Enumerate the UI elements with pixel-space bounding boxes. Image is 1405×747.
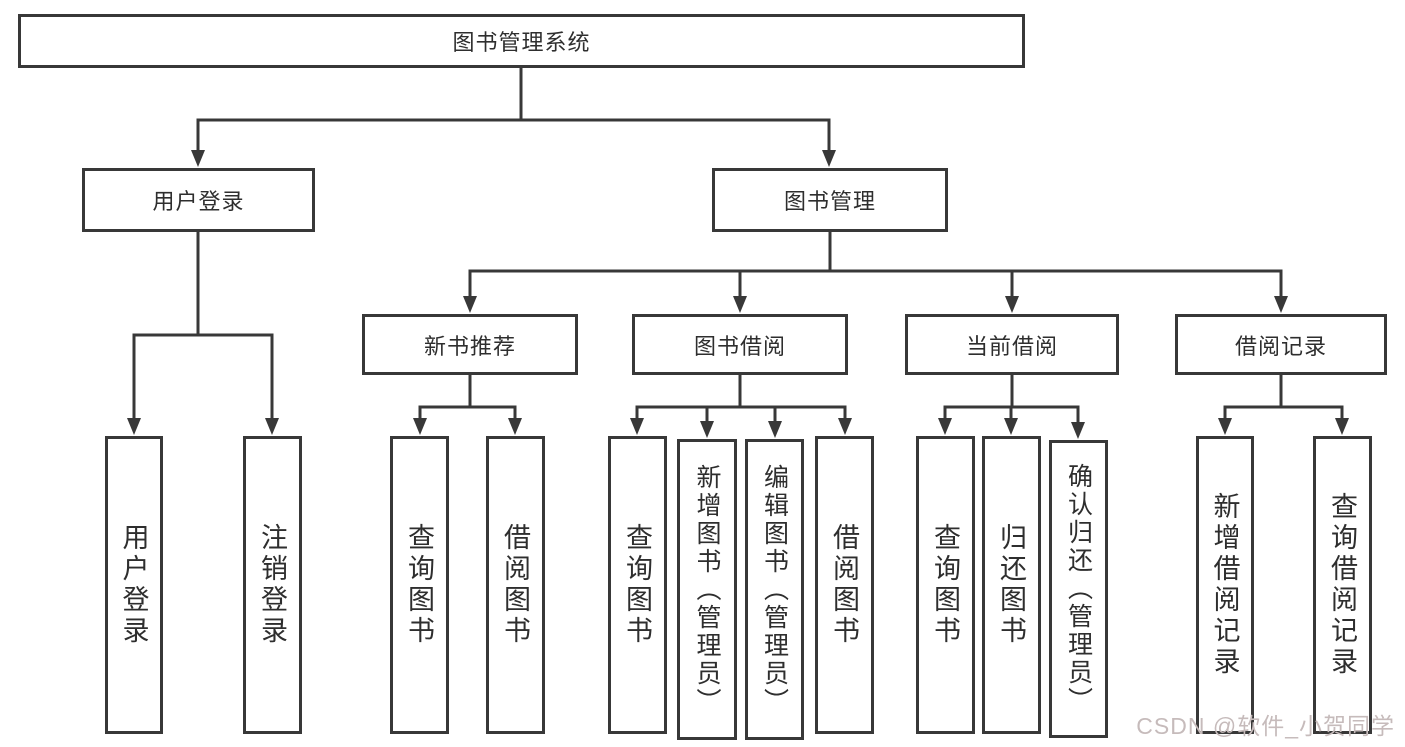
leaf-user-login: 用户登录 xyxy=(105,436,163,734)
leaf-confirm-return-admin: 确认归还（管理员） xyxy=(1049,440,1108,738)
node-new-book-rec: 新书推荐 xyxy=(362,314,578,375)
leaf-query-books-borrow: 查询图书 xyxy=(608,436,667,734)
connector-current-borrow xyxy=(938,375,1085,439)
connector-root xyxy=(191,68,836,167)
leaf-query-books-rec: 查询图书 xyxy=(390,436,449,734)
node-root: 图书管理系统 xyxy=(18,14,1025,68)
node-book-borrow: 图书借阅 xyxy=(632,314,848,375)
leaf-borrow-books-rec: 借阅图书 xyxy=(486,436,545,734)
leaf-query-borrow-record: 查询借阅记录 xyxy=(1313,436,1372,734)
csdn-watermark: CSDN @软件_小贺同学 xyxy=(1136,713,1395,739)
connector-book-mgmt xyxy=(463,232,1288,313)
connector-borrow-records xyxy=(1218,375,1349,435)
leaf-borrow-books: 借阅图书 xyxy=(815,436,874,734)
node-current-borrow: 当前借阅 xyxy=(905,314,1119,375)
connector-user-login xyxy=(127,232,279,435)
leaf-edit-book-admin: 编辑图书（管理员） xyxy=(745,439,804,740)
leaf-add-book-admin: 新增图书（管理员） xyxy=(677,439,737,740)
node-user-login: 用户登录 xyxy=(82,168,315,232)
leaf-logout: 注销登录 xyxy=(243,436,302,734)
node-borrow-records: 借阅记录 xyxy=(1175,314,1387,375)
leaf-return-book: 归还图书 xyxy=(982,436,1041,734)
leaf-add-borrow-record: 新增借阅记录 xyxy=(1196,436,1254,734)
leaf-query-books-current: 查询图书 xyxy=(916,436,975,734)
connector-new-book-rec xyxy=(413,375,522,435)
connector-book-borrow xyxy=(630,375,852,438)
node-book-mgmt: 图书管理 xyxy=(712,168,948,232)
